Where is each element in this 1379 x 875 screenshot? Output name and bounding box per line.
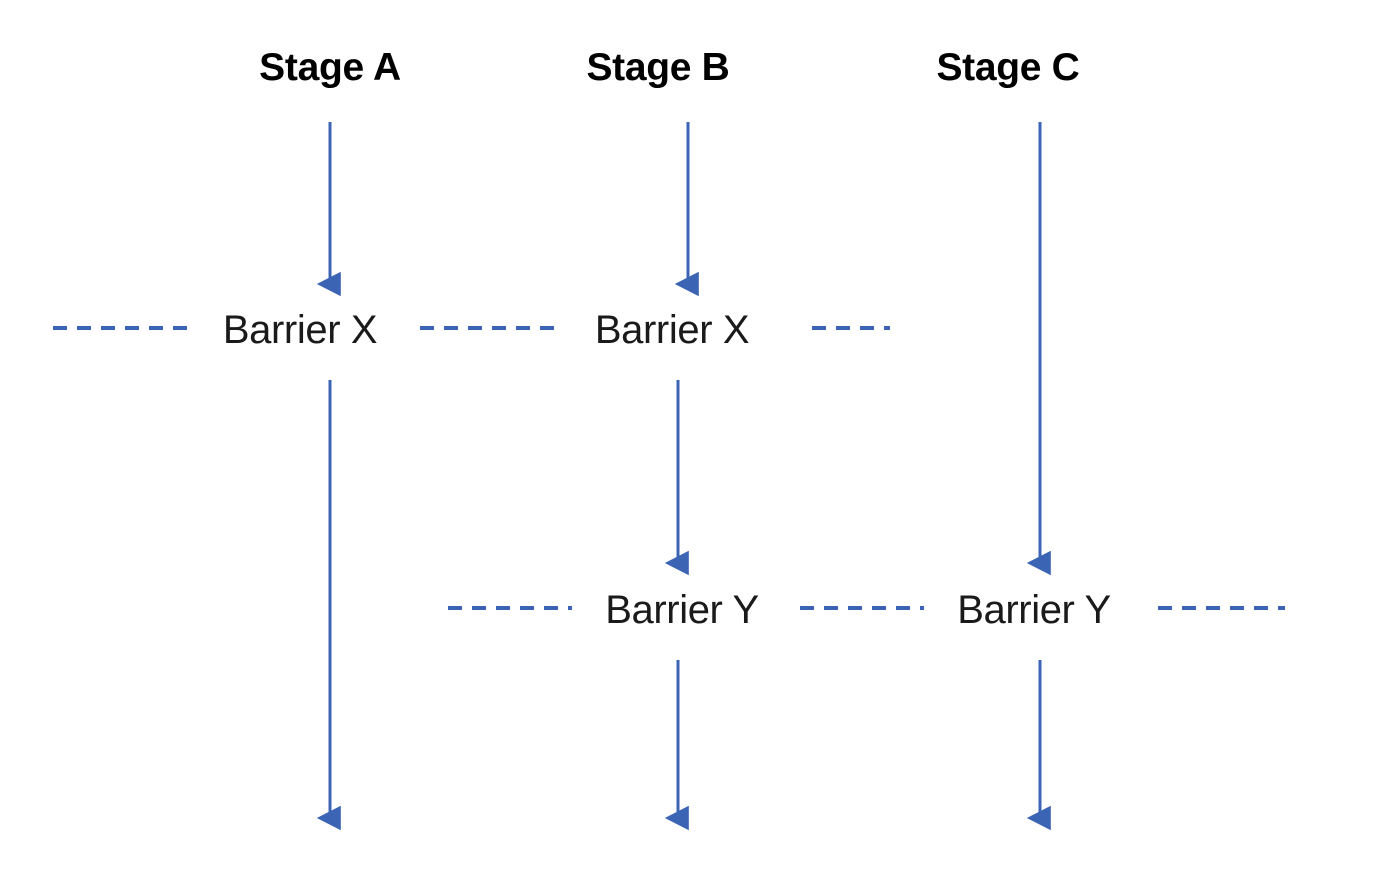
barrier-label-y-stage-c: Barrier Y xyxy=(957,588,1111,632)
stage-heading-a: Stage A xyxy=(259,46,401,89)
stage-heading-b: Stage B xyxy=(586,46,730,89)
barrier-label-x-stage-a: Barrier X xyxy=(222,308,378,352)
dashed-link-group xyxy=(53,326,1285,610)
flow-arrow-group xyxy=(316,122,1051,831)
barrier-label-y-stage-b: Barrier Y xyxy=(605,588,759,632)
stage-heading-c: Stage C xyxy=(936,46,1080,89)
barrier-label-x-stage-b: Barrier X xyxy=(594,308,750,352)
